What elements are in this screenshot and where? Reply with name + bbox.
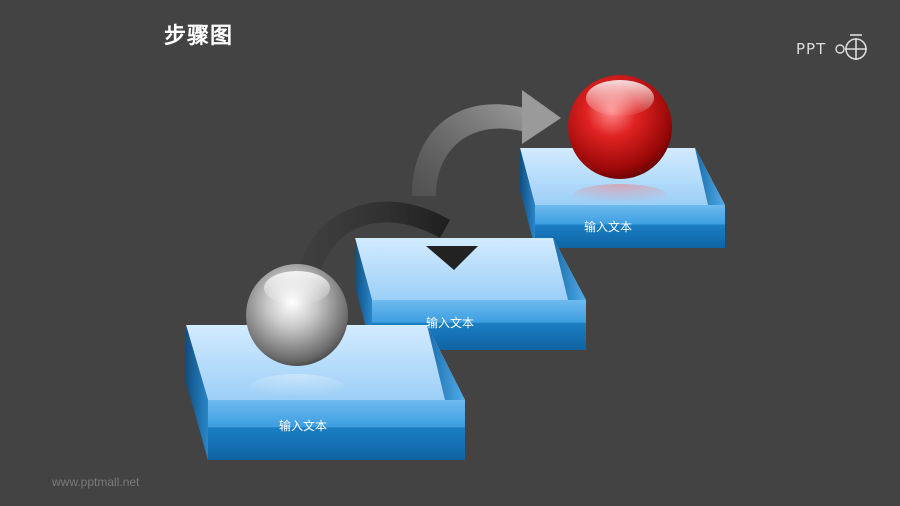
red-ball-icon — [568, 75, 672, 179]
ppt-logo: PPT — [796, 34, 876, 66]
step-label-2: 输入文本 — [425, 316, 474, 330]
page-title: 步骤图 — [164, 24, 234, 49]
arrow-step2-to-step3 — [412, 90, 561, 196]
step-label-3: 输入文本 — [583, 220, 632, 234]
gray-ball-icon — [246, 264, 348, 366]
step-label-1: 输入文本 — [278, 419, 327, 433]
logo-text: PPT — [796, 40, 827, 58]
arrow-step1-to-step2 — [296, 201, 478, 286]
ppt-logo-icon — [835, 34, 867, 60]
watermark: www.pptmall.net — [52, 475, 140, 489]
